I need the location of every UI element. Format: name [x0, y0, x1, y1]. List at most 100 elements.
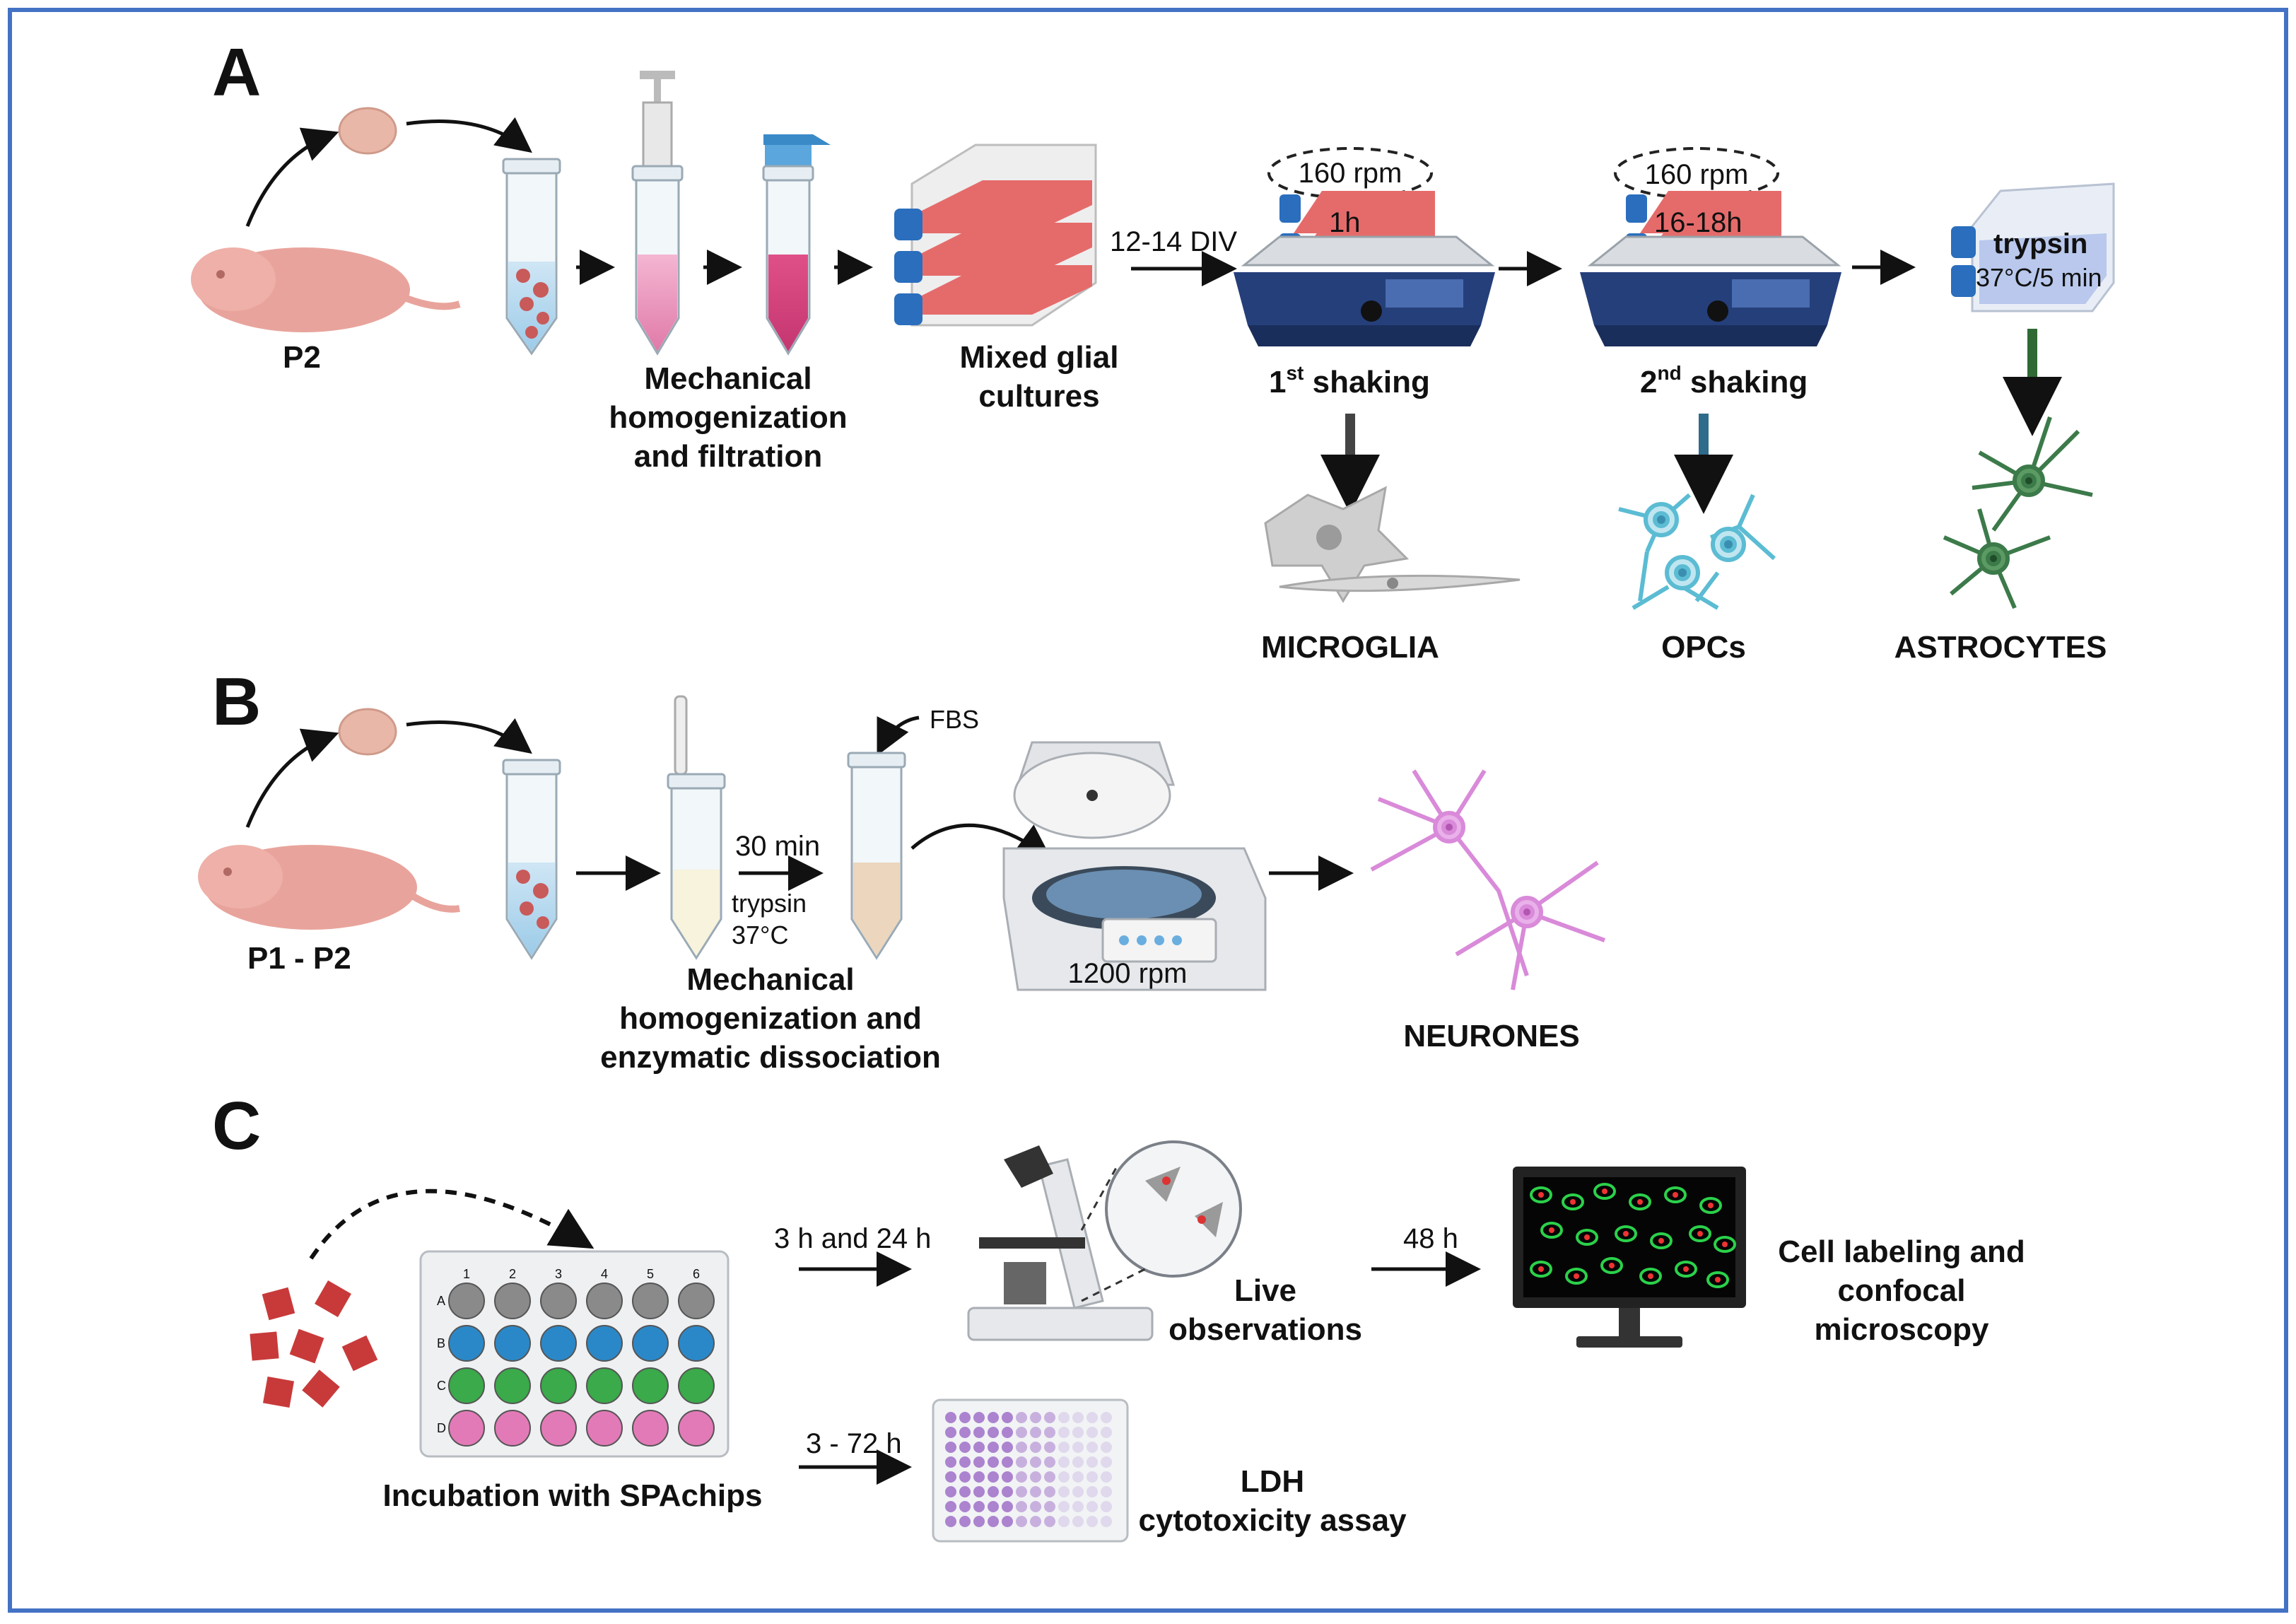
plate96-well	[959, 1427, 971, 1438]
plate96-well	[1101, 1427, 1112, 1438]
plate96-well	[973, 1442, 985, 1453]
section-b: P1 - P2 trypsin 37°C 30 min FBS	[198, 695, 1606, 1075]
plate96-well	[1072, 1427, 1084, 1438]
confocal-nucleus	[1648, 1273, 1653, 1279]
plate96-well	[988, 1427, 999, 1438]
astrocyte-cells-icon	[1943, 416, 2093, 609]
flask-stack-icon	[894, 144, 1097, 327]
plate-well	[494, 1283, 531, 1319]
plate96-well	[1002, 1442, 1013, 1453]
plate-well	[632, 1410, 669, 1447]
confocal-nucleus	[1673, 1192, 1678, 1198]
plate96-well	[1072, 1471, 1084, 1483]
confocal-label-1: Cell labeling and	[1778, 1234, 2025, 1269]
confocal-nucleus	[1549, 1227, 1554, 1233]
plate96-well	[988, 1501, 999, 1512]
confocal-nucleus	[1574, 1273, 1579, 1279]
plate96-well	[945, 1442, 956, 1453]
plate96-well	[1044, 1516, 1055, 1527]
plate-col-label: 1	[463, 1267, 470, 1281]
confocal-nucleus	[1637, 1199, 1643, 1205]
arrow-chips-to-plate	[309, 1188, 594, 1260]
opcs-label: OPCs	[1661, 630, 1746, 665]
plate96-well	[1002, 1471, 1013, 1483]
plate96-well	[1086, 1442, 1098, 1453]
plate96-well	[1058, 1471, 1070, 1483]
plate96-well	[1002, 1456, 1013, 1468]
plate96-well	[1016, 1516, 1027, 1527]
confocal-cell	[1650, 1232, 1673, 1249]
plate96-well	[945, 1486, 956, 1497]
shake1-time: 1h	[1329, 207, 1361, 238]
plate-well	[540, 1283, 577, 1319]
plate96-well	[988, 1471, 999, 1483]
plate-well	[632, 1325, 669, 1362]
plate96-well	[1072, 1486, 1084, 1497]
confocal-nucleus	[1658, 1238, 1664, 1244]
plate96-well	[1030, 1516, 1041, 1527]
pup-age-label: P2	[283, 340, 321, 375]
plate-well	[540, 1367, 577, 1404]
live-label-2: observations	[1168, 1312, 1362, 1347]
plate-well	[494, 1410, 531, 1447]
plate96-well	[1086, 1412, 1098, 1423]
brain-b-icon	[338, 708, 397, 756]
plate-well	[586, 1410, 623, 1447]
plate96-well	[1058, 1486, 1070, 1497]
incubation-label: Incubation with SPAchips	[383, 1478, 763, 1513]
astrocytes-label: ASTROCYTES	[1894, 630, 2107, 665]
plate96-well	[959, 1456, 971, 1468]
plate96-well	[1101, 1442, 1112, 1453]
plate96-well	[1086, 1516, 1098, 1527]
neurones-label: NEURONES	[1403, 1019, 1579, 1053]
plate96-well	[1044, 1486, 1055, 1497]
plate-well	[448, 1410, 485, 1447]
plate96-well	[988, 1516, 999, 1527]
homogenization-label-1: Mechanical	[644, 361, 812, 396]
plate96-well	[945, 1427, 956, 1438]
confocal-cell	[1530, 1186, 1552, 1203]
plate96-well	[1016, 1442, 1027, 1453]
time-c3-label: 3 - 72 h	[806, 1428, 902, 1459]
shaker-2-icon	[1580, 147, 1841, 346]
centrifuge-rpm: 1200 rpm	[1068, 958, 1188, 989]
plate-row-label: A	[437, 1294, 445, 1308]
plate96-well	[973, 1486, 985, 1497]
confocal-nucleus	[1683, 1266, 1689, 1272]
shake2-label: 2nd shaking	[1640, 362, 1808, 399]
centrifuge-icon	[1002, 741, 1267, 991]
confocal-nucleus	[1538, 1266, 1544, 1272]
shake2-time: 16-18h	[1654, 207, 1742, 238]
plate96-well	[1072, 1501, 1084, 1512]
live-label-1: Live	[1234, 1273, 1296, 1308]
plate96-well	[1016, 1486, 1027, 1497]
plate-well	[632, 1367, 669, 1404]
plate96-well	[1072, 1516, 1084, 1527]
time-b-label: 30 min	[735, 831, 820, 862]
plate96-well	[945, 1456, 956, 1468]
time-c1-label: 3 h and 24 h	[774, 1223, 931, 1254]
homogenization-label-3: and filtration	[634, 439, 822, 474]
plate-well	[448, 1283, 485, 1319]
confocal-nucleus	[1602, 1188, 1607, 1194]
plate96-well	[1044, 1501, 1055, 1512]
plate96-well	[1072, 1456, 1084, 1468]
plate-row-label: B	[437, 1336, 445, 1350]
shake2-rpm: 160 rpm	[1645, 159, 1749, 190]
confocal-cell	[1540, 1222, 1563, 1239]
arrow-brain-to-tube	[406, 117, 532, 153]
rat-pup-icon	[191, 247, 461, 332]
plate96-well	[1058, 1427, 1070, 1438]
confocal-cell	[1714, 1236, 1736, 1253]
plate96-well	[1044, 1412, 1055, 1423]
pup-b-age-label: P1 - P2	[247, 941, 351, 976]
plate96-well	[1058, 1412, 1070, 1423]
arrow-b-to-centrifuge	[910, 823, 1053, 860]
plate-well	[678, 1367, 715, 1404]
plate96-well	[1002, 1412, 1013, 1423]
plate-well	[586, 1283, 623, 1319]
arrow-b-brain-to-tube	[406, 718, 532, 754]
plate-well	[678, 1410, 715, 1447]
plate96-well	[988, 1486, 999, 1497]
